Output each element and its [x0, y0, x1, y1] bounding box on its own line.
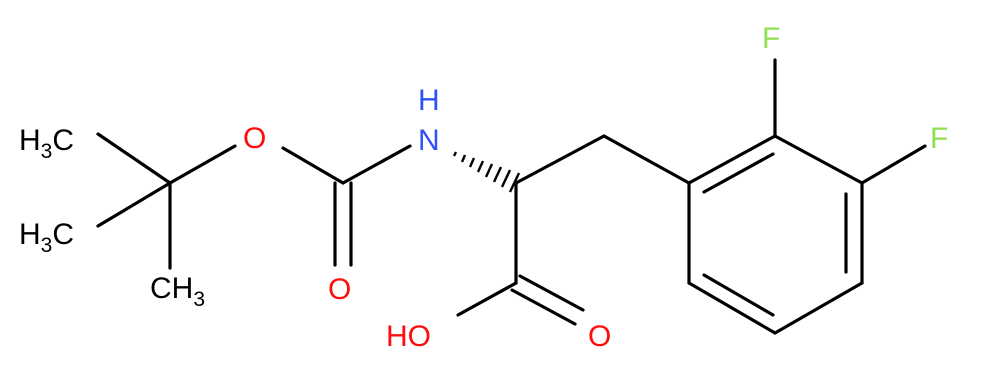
amine-hydrogen-label: H	[418, 84, 440, 117]
fluorine-ortho-label: F	[762, 22, 780, 55]
bonds	[96, 58, 927, 335]
stereo-hash-wedge	[452, 151, 521, 193]
bond-alpha-beta	[514, 134, 606, 185]
bond-beta-ring	[602, 134, 691, 185]
atom-labels: H3C H3C CH3 O O H N HO O F F	[19, 22, 948, 353]
amine-nitrogen-label: N	[418, 124, 440, 157]
bond-tbu-ch3-top	[96, 132, 172, 185]
boc-carbonyl-oxygen-label: O	[328, 273, 351, 306]
bond-ring-1-2-inner	[702, 152, 775, 194]
hydroxyl-label: HO	[386, 320, 431, 353]
bond-carboxyl-oh	[456, 281, 518, 317]
bond-ring-4-5	[773, 281, 864, 335]
bond-o-carbonyl	[281, 146, 345, 185]
fluorine-meta-label: F	[930, 122, 948, 155]
bond-ring-5-6	[687, 281, 777, 335]
methyl-bottom-label: CH3	[150, 272, 205, 311]
bond-ring-f-meta	[860, 144, 927, 185]
methyl-mid-label: H3C	[19, 218, 74, 257]
bond-carboxyl-o-double-a	[510, 288, 577, 326]
bond-ring-1-2	[687, 134, 777, 185]
bond-carboxyl-o-double-b	[518, 274, 585, 312]
bond-ring-2-3	[773, 134, 864, 185]
bond-tbu-ch3-mid	[96, 181, 172, 228]
methyl-top-label: H3C	[19, 124, 74, 163]
bond-tbu-o	[168, 144, 237, 185]
bond-carbonyl-n	[341, 144, 412, 185]
bond-ring-5-6-inner	[702, 273, 775, 317]
ester-oxygen-label: O	[243, 122, 266, 155]
acid-carbonyl-oxygen-label: O	[588, 320, 611, 353]
